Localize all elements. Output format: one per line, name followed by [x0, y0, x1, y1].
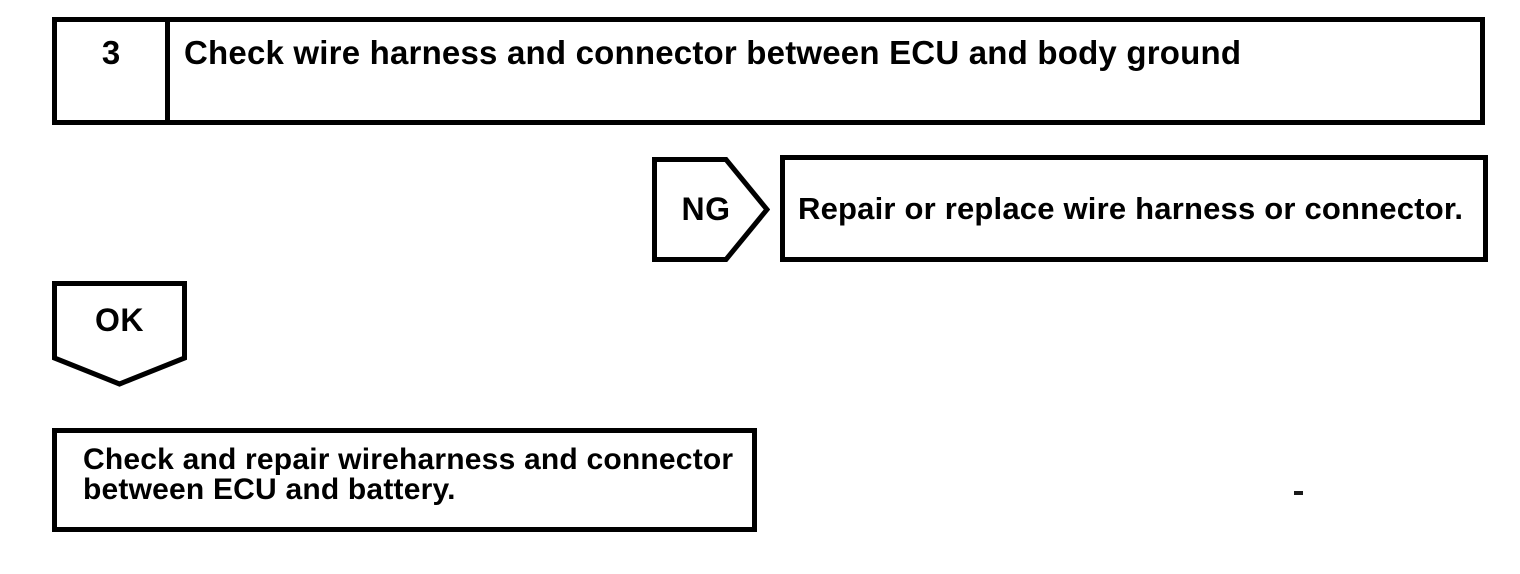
scan-artifact-speck — [1294, 491, 1303, 495]
ok-connector-shape: OK — [52, 281, 187, 387]
ok-action-box: Check and repair wireharness and connect… — [52, 428, 757, 532]
step-number: 3 — [101, 34, 121, 71]
step-header-box: 3 Check wire harness and connector betwe… — [52, 17, 1485, 125]
step-number-cell: 3 — [57, 22, 170, 120]
ng-action-box: Repair or replace wire harness or connec… — [780, 155, 1488, 262]
ok-label: OK — [95, 301, 144, 338]
step-title: Check wire harness and connector between… — [184, 34, 1242, 71]
ng-label: NG — [681, 191, 731, 227]
ng-connector-shape: NG — [652, 157, 770, 262]
ok-action-text: Check and repair wireharness and connect… — [83, 443, 734, 506]
ng-action-text: Repair or replace wire harness or connec… — [798, 190, 1464, 226]
ng-pentagon-icon — [652, 157, 770, 262]
ok-pentagon-icon — [52, 281, 187, 387]
step-title-cell: Check wire harness and connector between… — [170, 22, 1480, 120]
